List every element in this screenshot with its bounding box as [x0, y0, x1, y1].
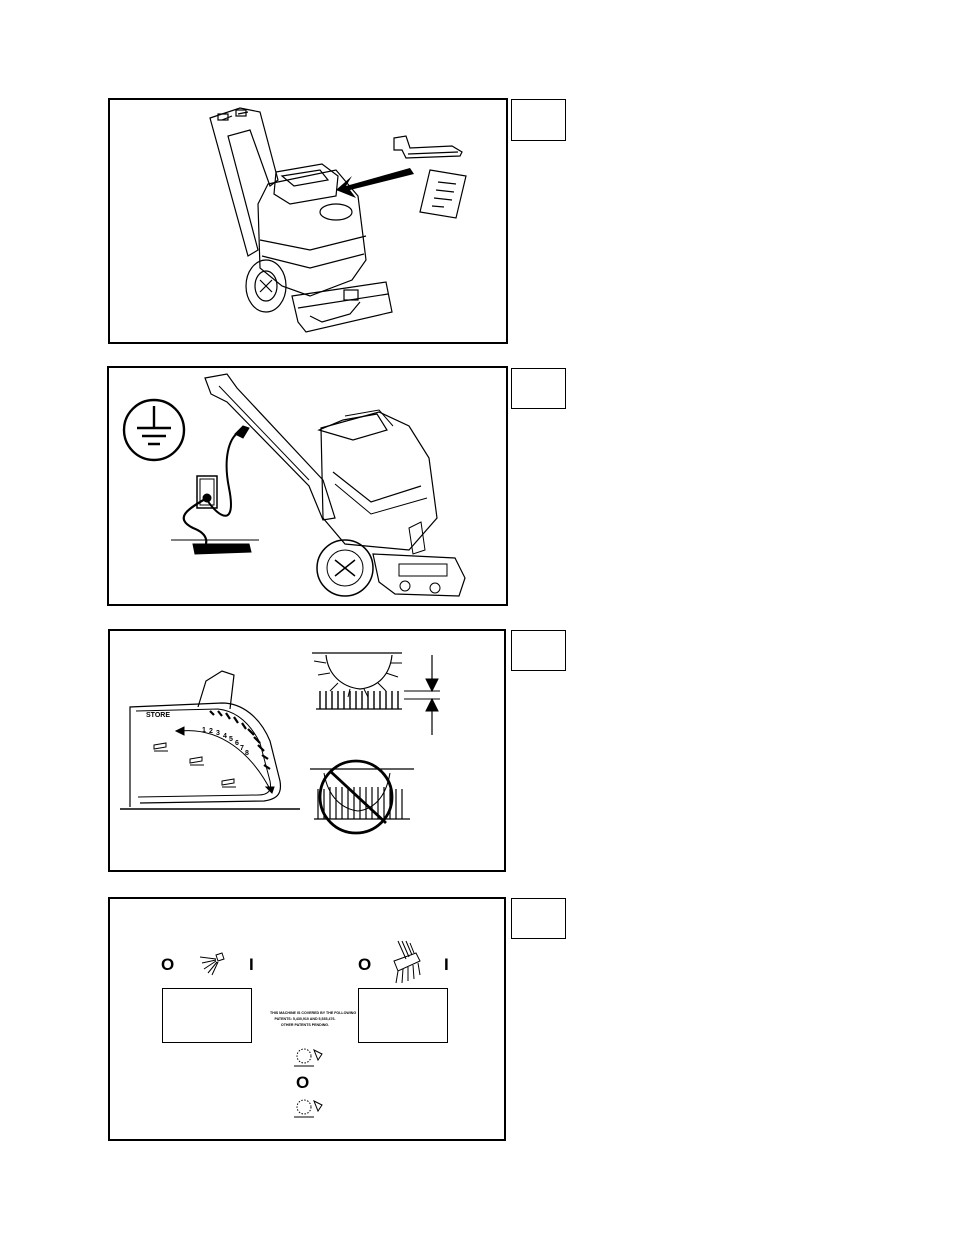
- machine-plug-in-illustration: [122, 373, 466, 597]
- scale-number-2: 2: [209, 728, 213, 735]
- brush-scale-numbers: 1 2 3 4 5 6 7 8: [202, 727, 262, 757]
- patent-line-3: OTHER PATENTS PENDING.: [280, 1023, 330, 1027]
- brush-icon: [393, 940, 421, 984]
- patent-line-2: PATENTS: 5,430,910 AND 5,535,476.: [274, 1017, 336, 1021]
- scale-number-4: 4: [223, 733, 227, 740]
- figure-panel-3: STORE 1 2 3 4 5 6 7 8: [108, 629, 506, 872]
- scale-number-5: 5: [229, 736, 233, 743]
- brush-height-adjust-illustration: [120, 652, 440, 835]
- figure-number-box-2: [511, 368, 566, 409]
- figure-number-box-4: [511, 898, 566, 939]
- scale-number-6: 6: [235, 740, 239, 747]
- spray-switch-rocker[interactable]: [162, 988, 252, 1043]
- patent-line-1: THIS MACHINE IS COVERED BY THE FOLLOWING: [270, 1011, 357, 1015]
- ground-symbol-icon: [122, 398, 186, 462]
- dial-icon-upper: [294, 1048, 323, 1067]
- figure-panel-4: O I O I THIS MACHINE IS COVERED BY THE F…: [108, 897, 506, 1141]
- center-off-symbol: O: [296, 1073, 310, 1092]
- brush-switch-on-symbol: I: [444, 955, 449, 974]
- spray-switch-on-symbol: I: [249, 955, 254, 974]
- spray-icon: [199, 952, 225, 976]
- scale-number-1: 1: [202, 727, 206, 734]
- scale-number-7: 7: [240, 745, 244, 752]
- figure-number-box-1: [511, 99, 566, 141]
- scale-number-3: 3: [216, 730, 220, 737]
- figure-panel-2: [107, 366, 508, 606]
- machine-unpack-illustration: [209, 107, 467, 333]
- spray-switch-off-symbol: O: [161, 955, 175, 974]
- brush-switch-rocker[interactable]: [358, 988, 448, 1043]
- dial-icon-lower: [294, 1099, 323, 1118]
- figure-panel-1: [108, 98, 508, 344]
- scale-number-8: 8: [245, 750, 249, 757]
- patent-notice: THIS MACHINE IS COVERED BY THE FOLLOWING…: [270, 1010, 357, 1028]
- figure-number-box-3: [511, 630, 566, 671]
- brush-switch-off-symbol: O: [358, 955, 372, 974]
- store-label: STORE: [146, 712, 170, 719]
